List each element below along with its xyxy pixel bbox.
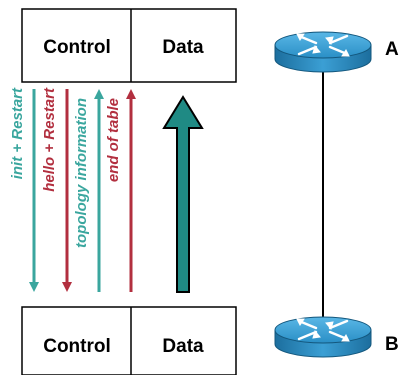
bottom-data-label: Data: [162, 336, 204, 357]
message-label: hello + Restart: [41, 87, 58, 192]
router-icon: [274, 31, 372, 73]
message-label: topology information: [73, 98, 90, 248]
router-b-label: B: [385, 334, 399, 355]
bottom-node-box: Control Data: [21, 306, 237, 375]
bottom-control-label: Control: [43, 336, 111, 357]
top-data-label: Data: [162, 37, 204, 58]
top-box-frame: [21, 8, 237, 83]
top-control-label: Control: [43, 37, 111, 58]
message-arrows: init + Restart hello + Restart topology in…: [9, 87, 136, 292]
up-arrowhead-icon: [126, 89, 136, 99]
bottom-box-frame: [21, 306, 237, 375]
router-a-label: A: [385, 39, 399, 60]
top-node-box: Control Data: [21, 8, 237, 83]
router-icon: [274, 316, 372, 358]
down-arrowhead-icon: [62, 282, 72, 292]
message-label: end of table: [105, 98, 122, 182]
up-arrowhead-icon: [94, 89, 104, 99]
up-arrow-icon: [162, 95, 204, 293]
down-arrowhead-icon: [29, 282, 39, 292]
message-label: init + Restart: [9, 87, 26, 179]
